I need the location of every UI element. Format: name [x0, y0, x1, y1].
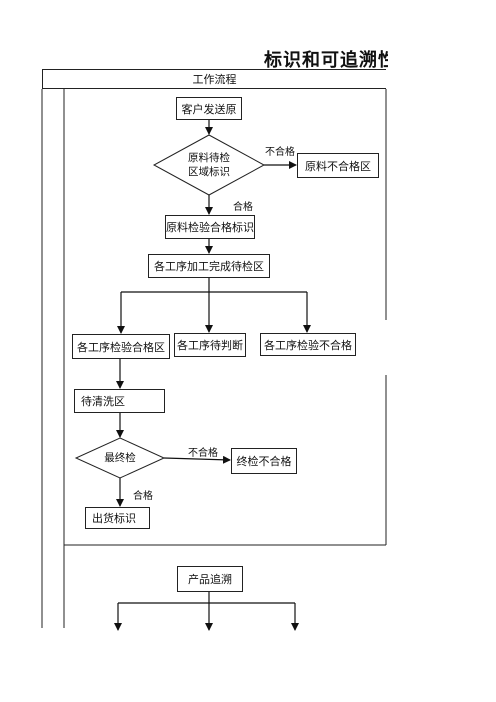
raw-check-line1: 原料待检	[188, 152, 230, 164]
page-title: 标识和可追溯性管	[264, 50, 388, 71]
raw-check-label: 原料待检 区域标识	[176, 151, 242, 179]
fail-label-final: 不合格	[188, 448, 218, 459]
raw-reject-box: 原料不合格区	[297, 153, 379, 178]
workflow-header: 工作流程	[42, 69, 386, 89]
pass-label-final: 合格	[133, 491, 153, 502]
to-clean-zone-box: 待清洗区	[74, 389, 165, 413]
process-pass-zone-box: 各工序检验合格区	[72, 334, 170, 359]
raw-pass-mark-box: 原料检验合格标识	[165, 215, 255, 239]
process-pending-box: 各工序待判断	[174, 333, 246, 357]
shipping-mark-box: 出货标识	[85, 507, 150, 529]
process-done-zone-box: 各工序加工完成待检区	[148, 254, 270, 278]
process-reject-box: 各工序检验不合格	[260, 333, 356, 356]
final-check-label: 最终检	[104, 452, 136, 464]
product-trace-box: 产品追溯	[177, 566, 243, 592]
pass-label-raw: 合格	[233, 202, 253, 213]
fail-label-raw: 不合格	[265, 147, 295, 158]
final-reject-box: 终检不合格	[231, 448, 297, 474]
raw-check-line2: 区域标识	[188, 166, 230, 178]
customer-delivery-box: 客户发送原	[176, 97, 242, 120]
